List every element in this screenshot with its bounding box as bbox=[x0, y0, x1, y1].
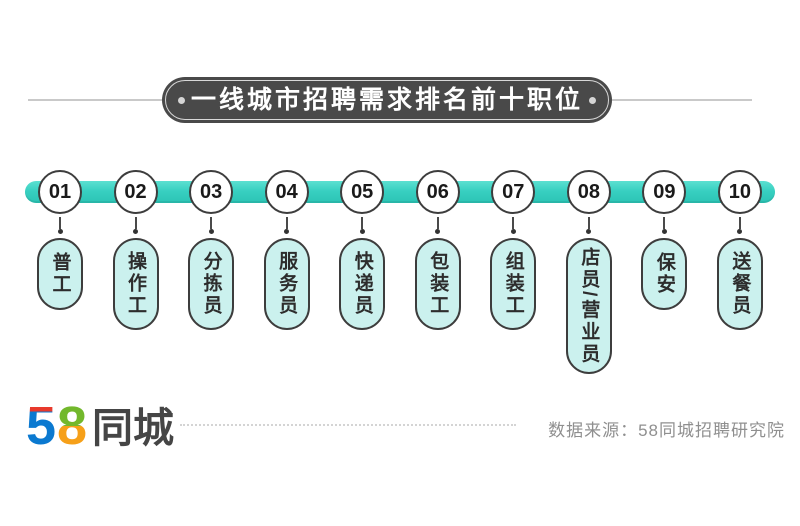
job-label: 店员/营业员 bbox=[578, 246, 600, 366]
connector-dot bbox=[661, 229, 667, 234]
ranking-columns: 01 普工 02 操作工 03 分拣员 04 服务员 05 快递 bbox=[25, 170, 775, 374]
logo-digit-5: 5 bbox=[26, 396, 56, 456]
connector-dot bbox=[208, 229, 214, 234]
rank-number: 08 bbox=[577, 181, 600, 203]
title-right-line bbox=[612, 99, 752, 101]
connector-dot bbox=[57, 229, 63, 234]
connector-dot bbox=[359, 229, 365, 234]
connector-dot bbox=[510, 229, 516, 234]
connector-dot bbox=[737, 229, 743, 234]
rank-circle: 07 bbox=[491, 170, 536, 214]
rank-circle: 09 bbox=[642, 170, 687, 214]
ranking-item: 02 操作工 bbox=[101, 170, 171, 374]
job-pill: 包装工 bbox=[414, 238, 461, 330]
job-label: 送餐员 bbox=[729, 251, 751, 317]
ranking-item: 04 服务员 bbox=[252, 170, 322, 374]
connector-line bbox=[436, 217, 439, 229]
job-pill: 普工 bbox=[37, 238, 83, 310]
ranking-item: 01 普工 bbox=[25, 170, 95, 374]
rank-number: 09 bbox=[653, 181, 676, 203]
connector-line bbox=[134, 217, 137, 229]
connector-line bbox=[285, 217, 288, 229]
rank-circle: 02 bbox=[113, 170, 158, 214]
rank-circle: 08 bbox=[566, 170, 611, 214]
rank-number: 03 bbox=[199, 181, 223, 203]
ranking-item: 10 送餐员 bbox=[705, 170, 775, 374]
ranking-item: 06 包装工 bbox=[403, 170, 473, 374]
connector-line bbox=[361, 217, 364, 229]
connector-line bbox=[59, 217, 61, 229]
logo-wordmark: 同城 bbox=[92, 405, 174, 451]
title-banner: 一线城市招聘需求排名前十职位 bbox=[162, 77, 612, 123]
connector-line bbox=[587, 217, 590, 229]
connector-line bbox=[512, 217, 515, 229]
title-decor-dot-left bbox=[178, 96, 185, 104]
job-pill: 操作工 bbox=[112, 238, 159, 330]
job-label: 保安 bbox=[653, 252, 675, 296]
rank-number: 05 bbox=[351, 181, 374, 203]
job-pill: 店员/营业员 bbox=[565, 238, 612, 374]
job-pill: 快递员 bbox=[339, 238, 386, 330]
rank-number: 04 bbox=[275, 181, 298, 203]
title-left-line bbox=[28, 99, 162, 101]
data-source-text: 数据来源：58同城招聘研究院 bbox=[548, 421, 785, 440]
job-label: 操作工 bbox=[125, 251, 147, 317]
connector-dot bbox=[284, 229, 290, 234]
job-pill: 送餐员 bbox=[716, 238, 763, 330]
job-label: 组装工 bbox=[502, 251, 524, 317]
job-pill: 服务员 bbox=[263, 238, 310, 330]
footer-dotted-divider bbox=[180, 424, 516, 426]
connector-line bbox=[663, 217, 666, 229]
logo-58tongcheng: 5 8 同城 bbox=[26, 396, 186, 461]
logo-58-graphic: 5 8 同城 bbox=[26, 396, 174, 456]
rank-number: 10 bbox=[728, 181, 752, 203]
job-label: 普工 bbox=[49, 252, 71, 296]
rank-circle: 04 bbox=[264, 170, 309, 214]
job-pill: 组装工 bbox=[490, 238, 537, 330]
logo-digit-8: 8 bbox=[57, 396, 87, 456]
connector-line bbox=[210, 217, 213, 229]
job-label: 分拣员 bbox=[200, 251, 222, 317]
connector-line bbox=[738, 217, 741, 229]
ranking-item: 03 分拣员 bbox=[176, 170, 246, 374]
rank-circle: 01 bbox=[38, 170, 82, 214]
title-decor-dot-right bbox=[588, 96, 596, 104]
rank-circle: 10 bbox=[717, 170, 762, 214]
ranking-item: 05 快递员 bbox=[327, 170, 397, 374]
connector-dot bbox=[435, 229, 441, 234]
rank-number: 06 bbox=[426, 181, 449, 203]
rank-number: 02 bbox=[124, 181, 147, 203]
page-title: 一线城市招聘需求排名前十职位 bbox=[190, 85, 583, 114]
job-label: 服务员 bbox=[276, 251, 298, 317]
rank-circle: 05 bbox=[340, 170, 385, 214]
ranking-item: 07 组装工 bbox=[478, 170, 548, 374]
job-pill: 保安 bbox=[641, 238, 688, 310]
connector-dot bbox=[133, 229, 139, 234]
rank-circle: 03 bbox=[189, 170, 234, 214]
ranking-item: 09 保安 bbox=[629, 170, 699, 374]
rank-circle: 06 bbox=[415, 170, 460, 214]
connector-dot bbox=[586, 229, 592, 234]
job-label: 快递员 bbox=[351, 251, 373, 317]
rank-number: 07 bbox=[502, 181, 525, 203]
rank-number: 01 bbox=[48, 181, 72, 203]
job-label: 包装工 bbox=[427, 251, 449, 317]
job-pill: 分拣员 bbox=[188, 238, 235, 330]
ranking-item: 08 店员/营业员 bbox=[554, 170, 624, 374]
